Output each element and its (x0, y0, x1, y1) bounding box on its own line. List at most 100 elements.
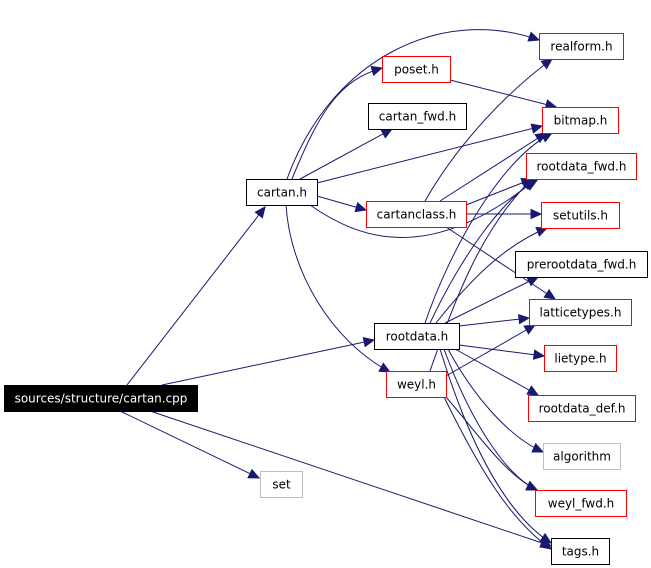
node-label: realform.h (550, 40, 612, 54)
edge-line (286, 29, 540, 180)
edge-arrowhead (523, 324, 537, 335)
edge-line (449, 79, 557, 108)
edge-arrowhead (526, 276, 540, 287)
edge-line (439, 348, 552, 544)
node-poset-h[interactable]: poset.h (382, 56, 451, 83)
edge-line (424, 58, 553, 202)
edge-arrowhead (540, 58, 553, 70)
node-box (541, 202, 620, 229)
edge-line (454, 348, 539, 396)
node-label: set (272, 478, 291, 492)
node-label: weyl_fwd.h (548, 497, 615, 511)
node-label: prerootdata_fwd.h (527, 258, 637, 272)
edge-line (445, 226, 556, 300)
node-rootdata-fwd-h[interactable]: rootdata_fwd.h (526, 153, 637, 180)
node-label: rootdata_fwd.h (537, 160, 627, 174)
edge-line (439, 132, 547, 202)
edge-cartan-h-to-realform-h (286, 29, 541, 180)
edge-root-to-rootdata-h (161, 337, 376, 386)
edges-layer (119, 29, 558, 550)
edge-arrowhead (378, 362, 392, 373)
node-box (543, 443, 621, 470)
node-bitmap-h[interactable]: bitmap.h (542, 107, 619, 134)
edge-cartanclass-h-to-setutils-h (466, 208, 543, 220)
edge-line (119, 410, 260, 479)
edge-cartan-h-to-cartanclass-h (316, 195, 368, 213)
edge-arrowhead (380, 128, 394, 139)
edge-line (316, 125, 543, 184)
edge-rootdata-h-to-latticetypes-h (458, 313, 531, 327)
edge-line (299, 128, 393, 180)
edge-line (149, 410, 552, 547)
node-box (551, 538, 610, 565)
node-algorithm[interactable]: algorithm (543, 443, 621, 470)
edge-arrowhead (527, 31, 541, 42)
node-box (529, 299, 632, 326)
edge-weyl-h-to-weyl-fwd-h (445, 396, 539, 491)
edge-arrowhead (520, 178, 533, 191)
node-rootdata-def-h[interactable]: rootdata_def.h (528, 395, 636, 422)
node-label: sources/structure/cartan.cpp (15, 392, 188, 406)
node-label: cartan.h (257, 186, 307, 200)
node-box (539, 33, 624, 60)
edge-line (458, 317, 530, 327)
node-cartan-h[interactable]: cartan.h (246, 179, 318, 206)
node-box (542, 107, 619, 134)
node-label: cartanclass.h (377, 208, 457, 222)
node-root[interactable]: sources/structure/cartan.cpp (4, 385, 198, 412)
node-realform-h[interactable]: realform.h (539, 33, 624, 60)
edge-rootdata-h-to-algorithm (447, 348, 545, 453)
node-box (535, 490, 627, 517)
edge-line (458, 344, 545, 357)
edge-arrowhead (531, 442, 545, 453)
node-box (382, 56, 451, 83)
node-prerootdata-fwd-h[interactable]: prerootdata_fwd.h (515, 251, 648, 278)
node-box (368, 103, 467, 130)
node-rootdata-h[interactable]: rootdata.h (374, 323, 460, 350)
edge-arrowhead (526, 385, 540, 396)
node-label: weyl.h (397, 378, 436, 392)
node-box (374, 323, 460, 350)
edge-line (445, 396, 538, 491)
node-label: algorithm (553, 450, 611, 464)
edge-line (465, 178, 533, 206)
node-weyl-h[interactable]: weyl.h (386, 371, 447, 398)
node-label: rootdata_def.h (539, 402, 626, 416)
edge-cartanclass-h-to-latticetypes-h (445, 226, 557, 300)
node-set[interactable]: set (260, 471, 303, 498)
edge-weyl-h-to-tags-h (443, 396, 552, 550)
node-lietype-h[interactable]: lietype.h (544, 345, 617, 372)
node-label: poset.h (394, 63, 439, 77)
node-cartanclass-h[interactable]: cartanclass.h (366, 201, 467, 228)
edge-rootdata-h-to-weyl-fwd-h (443, 348, 539, 491)
edge-arrowhead (525, 480, 539, 491)
edge-poset-h-to-bitmap-h (449, 79, 558, 110)
edge-line (309, 179, 536, 238)
edge-root-to-tags-h (149, 410, 553, 548)
edge-root-to-cartan-h (126, 206, 266, 386)
node-label: latticetypes.h (540, 306, 622, 320)
node-weyl-fwd-h[interactable]: weyl_fwd.h (535, 490, 627, 517)
node-box (366, 201, 467, 228)
edge-rootdata-h-to-lietype-h (458, 344, 546, 360)
node-tags-h[interactable]: tags.h (551, 538, 610, 565)
edge-arrowhead (543, 288, 557, 300)
node-box (528, 395, 636, 422)
node-box (544, 345, 617, 372)
edge-line (429, 178, 539, 324)
node-setutils-h[interactable]: setutils.h (541, 202, 620, 229)
edge-line (435, 227, 548, 324)
node-box (386, 371, 447, 398)
node-box (526, 153, 637, 180)
node-label: bitmap.h (554, 114, 608, 128)
edge-cartanclass-h-to-realform-h (424, 58, 553, 202)
node-latticetypes-h[interactable]: latticetypes.h (529, 299, 632, 326)
node-cartan-fwd-h[interactable]: cartan_fwd.h (368, 103, 467, 130)
nodes-layer: sources/structure/cartan.cpp cartan.h root… (4, 33, 648, 565)
edge-arrowhead (539, 538, 552, 550)
node-box (246, 179, 318, 206)
edge-root-to-set (119, 410, 261, 479)
edge-arrowhead (254, 206, 266, 219)
edge-arrowhead (362, 337, 376, 348)
